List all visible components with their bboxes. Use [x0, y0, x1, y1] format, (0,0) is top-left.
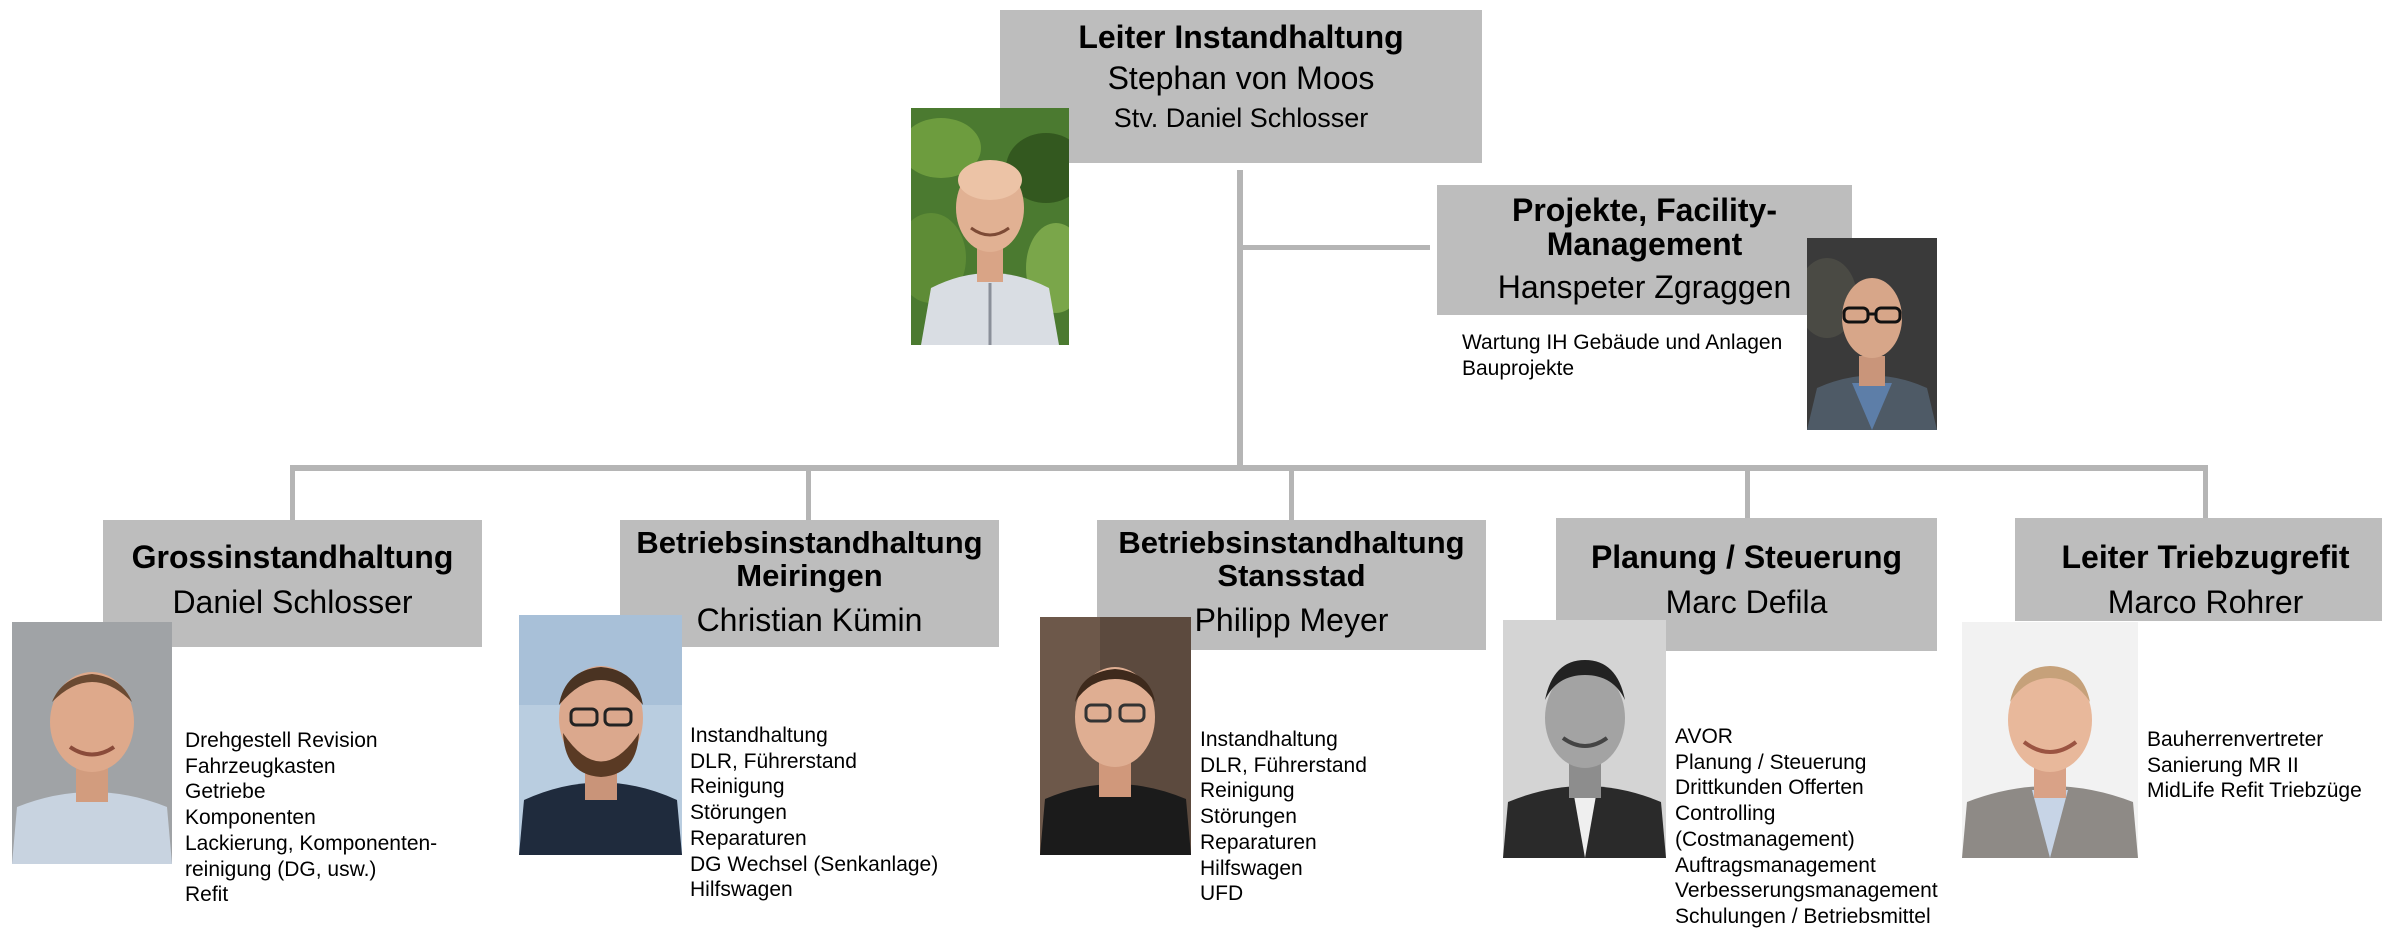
connector-drop-1	[290, 465, 295, 521]
connector-drop-2	[806, 465, 811, 521]
duty-item: reinigung (DG, usw.)	[185, 857, 377, 881]
department-name: Christian Kümin	[696, 602, 923, 639]
duty-item: Störungen	[1200, 805, 1297, 829]
duty-item: Instandhaltung	[690, 724, 828, 747]
duty-item: Instandhaltung	[1200, 728, 1338, 751]
duty-item: Auftragsmanagement	[1675, 853, 1876, 877]
department-name: Daniel Schlosser	[172, 584, 413, 621]
department-4-duties: AVOR Planung / Steuerung Drittkunden Off…	[1675, 724, 1938, 930]
duty-item: UFD	[1200, 882, 1244, 906]
duty-item: Reparaturen	[1200, 830, 1317, 854]
department-3-duties: Instandhaltung DLR, Führerstand Reinigun…	[1200, 727, 1367, 907]
duty-item: Drehgestell Revision	[185, 729, 378, 752]
duty-item: Hilfswagen	[690, 878, 793, 902]
head-person-photo-icon	[911, 108, 1069, 345]
duty-item: Hilfswagen	[1200, 856, 1303, 880]
head-name: Stephan von Moos	[1107, 60, 1375, 97]
duty-item: Sanierung MR II	[2147, 753, 2299, 777]
department-title: Leiter Triebzugrefit	[2061, 539, 2350, 575]
department-box-2: Betriebsinstandhaltung Meiringen Christi…	[620, 520, 999, 647]
projects-name: Hanspeter Zgraggen	[1497, 269, 1792, 306]
department-5-duties: Bauherrenvertreter Sanierung MR II MidLi…	[2147, 727, 2362, 804]
connector-horizontal-bus	[290, 465, 2208, 471]
duty-item: Reparaturen	[690, 826, 807, 850]
department-5-person-photo-icon	[1962, 622, 2138, 858]
duty-item: (Costmanagement)	[1675, 827, 1855, 851]
duty-item: Reinigung	[1200, 779, 1295, 803]
projects-person-photo-icon	[1807, 238, 1937, 430]
connector-drop-5	[2203, 465, 2208, 521]
duty-item: Bauprojekte	[1462, 356, 1575, 380]
duty-item: Verbesserungsmanagement	[1675, 879, 1938, 903]
duty-item: Schulungen / Betriebsmittel	[1675, 904, 1931, 928]
duty-item: Getriebe	[185, 780, 266, 804]
duty-item: Wartung IH Gebäude und Anlagen	[1462, 331, 1783, 354]
department-4-person-photo-icon	[1503, 620, 1666, 858]
head-deputy: Stv. Daniel Schlosser	[1113, 103, 1369, 134]
duty-item: AVOR	[1675, 725, 1733, 748]
duty-item: Lackierung, Komponenten-	[185, 831, 438, 855]
department-3-person-photo-icon	[1040, 617, 1191, 855]
department-title: Betriebsinstandhaltung Stansstad	[1118, 525, 1465, 594]
duty-item: DLR, Führerstand	[690, 749, 857, 773]
department-name: Marc Defila	[1665, 584, 1828, 621]
duty-item: MidLife Refit Triebzüge	[2147, 779, 2362, 803]
head-box: Leiter Instandhaltung Stephan von Moos S…	[1000, 10, 1482, 163]
duty-item: Refit	[185, 883, 229, 907]
department-2-duties: Instandhaltung DLR, Führerstand Reinigun…	[690, 723, 938, 903]
department-title: Betriebsinstandhaltung Meiringen	[636, 525, 983, 594]
duty-item: Störungen	[690, 801, 787, 825]
department-1-duties: Drehgestell Revision Fahrzeugkasten Getr…	[185, 728, 437, 908]
duty-item: Drittkunden Offerten	[1675, 776, 1864, 800]
duty-item: Controlling	[1675, 802, 1776, 826]
duty-item: Komponenten	[185, 806, 316, 830]
department-2-person-photo-icon	[519, 615, 682, 855]
department-name: Marco Rohrer	[2107, 584, 2304, 621]
duty-item: DG Wechsel (Senkanlage)	[690, 852, 939, 876]
duty-item: Reinigung	[690, 775, 785, 799]
connector-drop-3	[1289, 465, 1294, 521]
department-title: Grossinstandhaltung	[131, 539, 454, 575]
department-name: Philipp Meyer	[1194, 602, 1389, 639]
duty-item: Fahrzeugkasten	[185, 754, 336, 778]
connector-trunk	[1237, 170, 1243, 468]
connector-drop-4	[1745, 465, 1750, 521]
department-title: Planung / Steuerung	[1590, 539, 1903, 575]
projects-box: Projekte, Facility- Management Hanspeter…	[1437, 185, 1852, 315]
connector-projects-branch	[1240, 245, 1430, 250]
duty-item: DLR, Führerstand	[1200, 753, 1367, 777]
department-1-person-photo-icon	[12, 622, 172, 864]
projects-title: Projekte, Facility- Management	[1512, 192, 1777, 263]
department-box-5: Leiter Triebzugrefit Marco Rohrer	[2015, 518, 2382, 621]
projects-duties: Wartung IH Gebäude und Anlagen Bauprojek…	[1462, 330, 1782, 381]
duty-item: Bauherrenvertreter	[2147, 728, 2324, 751]
head-title: Leiter Instandhaltung	[1078, 19, 1404, 55]
duty-item: Planung / Steuerung	[1675, 750, 1867, 774]
